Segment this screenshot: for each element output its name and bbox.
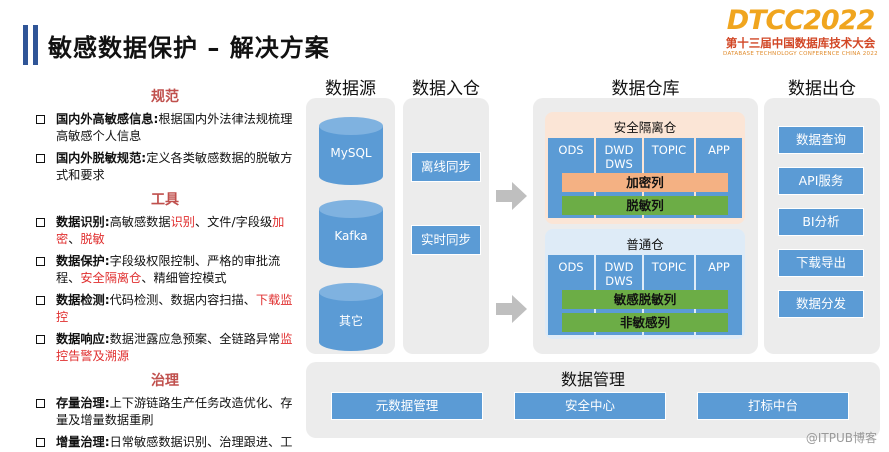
checkbox-bullet-icon — [36, 218, 45, 227]
normal-zone-title: 普通仓 — [626, 237, 664, 252]
section-title-norms: 规范 — [151, 89, 179, 105]
item-text: 、 — [68, 232, 81, 246]
list-item: 数据检测:代码检测、数据内容扫描、下载监控 — [36, 292, 294, 326]
arrow-right-icon — [496, 295, 527, 323]
highlight-text: 下载监控 — [56, 293, 293, 324]
highlight-text: 识别 — [170, 215, 195, 229]
database-cylinder-icon — [319, 117, 383, 185]
sensitive-masked-column-strip: 敏感脱敏列 — [562, 290, 728, 309]
list-item: 增量治理:日常敏感数据识别、治理跟进、工具沉淀 — [36, 434, 294, 452]
item-key: 存量治理: — [56, 396, 110, 410]
list-item: 国内外脱敏规范:定义各类敏感数据的脱敏方式和要求 — [36, 150, 294, 184]
checkbox-bullet-icon — [36, 296, 45, 305]
title-accent-bar — [33, 25, 38, 65]
item-text: 数据泄露应急预案、全链路异常 — [109, 332, 281, 346]
item-text: 、文件/字段级 — [194, 215, 273, 229]
item-key: 国内外高敏感信息: — [56, 112, 159, 126]
source-other: 其它 — [318, 282, 384, 352]
secure-zone-title: 安全隔离仓 — [613, 120, 677, 135]
masked-column-strip: 脱敏列 — [562, 196, 728, 215]
item-key: 国内外脱敏规范: — [56, 151, 147, 165]
item-text: 日常敏感数据识别、治理跟进、工具沉淀 — [109, 435, 293, 449]
output-bi-analysis: BI分析 — [778, 208, 864, 236]
list-item: 数据响应:数据泄露应急预案、全链路异常监控告警及溯源 — [36, 331, 294, 365]
checkbox-bullet-icon — [36, 335, 45, 344]
source-label: MySQL — [330, 146, 372, 160]
source-kafka: Kafka — [318, 199, 384, 269]
logo-subtitle-en: DATABASE TECHNOLOGY CONFERENCE CHINA 202… — [723, 51, 878, 57]
item-text: 、精细管控模式 — [141, 271, 227, 285]
arrow-right-icon — [496, 182, 527, 210]
highlight-text: 加密 — [56, 215, 285, 246]
page-title: 敏感数据保护 – 解决方案 — [48, 34, 330, 62]
logo-text: DTCC2022 — [726, 5, 876, 36]
tagging-platform: 打标中台 — [697, 392, 849, 420]
management-title: 数据管理 — [560, 370, 625, 389]
col-title-ingest: 数据入仓 — [412, 79, 480, 99]
section-title-tools: 工具 — [151, 192, 179, 208]
list-item: 数据识别:高敏感数据识别、文件/字段级加密、脱敏 — [36, 214, 294, 248]
checkbox-bullet-icon — [36, 257, 45, 266]
non-sensitive-column-strip: 非敏感列 — [562, 313, 728, 332]
source-mysql: MySQL — [318, 116, 384, 186]
highlight-text: 安全隔离仓 — [80, 271, 142, 285]
item-text: 定义各类敏感数据的脱敏方式和要求 — [56, 151, 293, 182]
security-center: 安全中心 — [514, 392, 666, 420]
list-item: 存量治理:上下游链路生产任务改造优化、存量及增量数据重刷 — [36, 395, 294, 429]
item-key: 数据识别: — [56, 215, 110, 229]
logo-subtitle: 第十三届中国数据库技术大会 — [725, 36, 876, 50]
checkbox-bullet-icon — [36, 438, 45, 447]
source-label: Kafka — [334, 229, 368, 243]
output-data-query: 数据查询 — [778, 126, 864, 154]
item-text: 上下游链路生产任务改造优化、存量及增量数据重刷 — [56, 396, 293, 427]
section-title-governance: 治理 — [151, 373, 179, 389]
highlight-text: 监控告警及溯源 — [56, 332, 293, 363]
left-text-column: 规范 国内外高敏感信息:根据国内外法律法规梳理高敏感个人信息 国内外脱敏规范:定… — [36, 84, 294, 452]
col-title-output: 数据出仓 — [788, 79, 856, 99]
ingest-realtime-sync: 实时同步 — [411, 225, 481, 255]
checkbox-bullet-icon — [36, 154, 45, 163]
item-key: 数据检测: — [56, 293, 110, 307]
output-download-export: 下载导出 — [778, 249, 864, 277]
ingest-offline-sync: 离线同步 — [411, 152, 481, 182]
list-item: 数据保护:字段级权限控制、严格的审批流程、安全隔离仓、精细管控模式 — [36, 253, 294, 287]
checkbox-bullet-icon — [36, 115, 45, 124]
item-text: 高敏感数据 — [109, 215, 171, 229]
item-key: 数据响应: — [56, 332, 110, 346]
metadata-management: 元数据管理 — [331, 392, 483, 420]
item-text: 根据国内外法律法规梳理高敏感个人信息 — [56, 112, 293, 143]
highlight-text: 脱敏 — [80, 232, 105, 246]
output-api-service: API服务 — [778, 167, 864, 195]
item-text: 字段级权限控制、严格的审批流程、 — [56, 254, 281, 285]
col-title-warehouse: 数据仓库 — [611, 79, 680, 99]
title-accent-bar — [23, 25, 28, 65]
output-data-distribution: 数据分发 — [778, 290, 864, 318]
list-item: 国内外高敏感信息:根据国内外法律法规梳理高敏感个人信息 — [36, 111, 294, 145]
item-key: 增量治理: — [56, 435, 110, 449]
database-cylinder-icon — [319, 283, 383, 351]
encrypted-column-strip: 加密列 — [562, 173, 728, 192]
col-title-source: 数据源 — [325, 79, 376, 99]
watermark: @ITPUB博客 — [805, 431, 877, 445]
item-text: 代码检测、数据内容扫描、 — [109, 293, 256, 307]
item-key: 数据保护: — [56, 254, 110, 268]
dtcc-logo: DTCC2022 第十三届中国数据库技术大会 DATABASE TECHNOLO… — [718, 6, 883, 58]
checkbox-bullet-icon — [36, 399, 45, 408]
database-cylinder-icon — [319, 200, 383, 268]
source-label: 其它 — [338, 314, 363, 328]
